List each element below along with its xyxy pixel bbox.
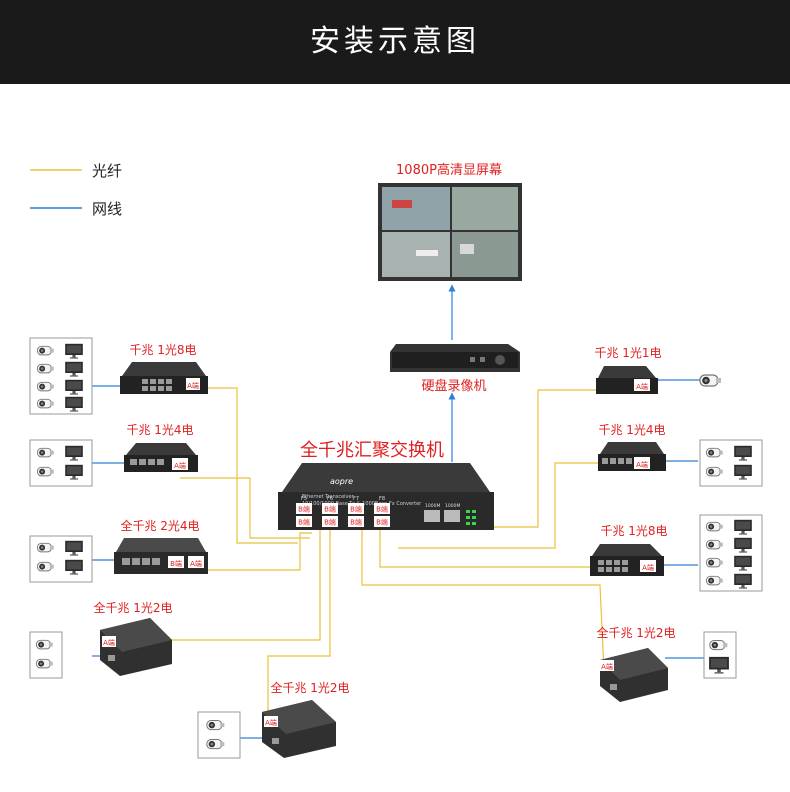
switch-port-label-f7: F7 xyxy=(353,496,359,502)
bottom-endpoints xyxy=(197,711,241,759)
converter-bottom-mid: 全千兆 1光2电 A端 xyxy=(262,680,350,758)
fiber-left3 xyxy=(190,532,312,571)
header-banner xyxy=(0,0,790,84)
fiber-right2 xyxy=(398,462,610,549)
nvr-device: 硬盘录像机 xyxy=(390,344,520,394)
right2-endpoints xyxy=(699,439,763,487)
fiber-left1 xyxy=(183,387,298,544)
legend-fiber-label: 光纤 xyxy=(92,162,122,180)
converter-left-3-label: 全千兆 2光4电 xyxy=(120,518,199,533)
converter-right-2-tag: A端 xyxy=(636,460,648,469)
converter-left-4-label: 全千兆 1光2电 xyxy=(93,600,172,615)
switch-port-f7-1 xyxy=(348,503,364,514)
converter-left-3-tag-a: A端 xyxy=(190,559,202,568)
converter-right-3: 千兆 1光8电 A端 xyxy=(590,524,668,576)
converter-left-1-label: 千兆 1光8电 xyxy=(129,343,196,357)
right4-endpoints xyxy=(703,631,737,679)
switch-brand: aopre xyxy=(330,477,353,486)
switch-port-f8-2 xyxy=(374,516,390,527)
legend-network-label: 网线 xyxy=(92,200,122,218)
switch-port-f8-1 xyxy=(374,503,390,514)
monitor-title: 1080P高清显屏幕 xyxy=(396,162,502,178)
converter-bottom-mid-tag: A端 xyxy=(265,718,277,727)
fiber-right3 xyxy=(379,530,640,568)
switch-desc-1: Ethernet Transceiver xyxy=(302,494,355,500)
page-title: 安装示意图 xyxy=(310,24,480,59)
converter-right-1-tag: A端 xyxy=(636,382,648,391)
switch-title: 全千兆汇聚交换机 xyxy=(300,440,444,461)
converter-bottom-mid-label: 全千兆 1光2电 xyxy=(270,680,349,695)
left1-endpoints xyxy=(29,337,93,415)
fiber-bottom xyxy=(267,530,331,718)
switch-port-tag-f5-2: B端 xyxy=(298,518,310,527)
rj45-label-2: 1000M xyxy=(445,503,460,509)
rj45-label-1: 1000M xyxy=(425,503,440,509)
switch-rj45-ports: 1000M 1000M xyxy=(424,503,460,522)
switch-port-f7-2 xyxy=(348,516,364,527)
switch-port-tag-f5-1: B端 xyxy=(298,505,310,514)
left4-endpoints xyxy=(29,631,63,679)
switch-port-f6-2 xyxy=(322,516,338,527)
converter-right-1-label: 千兆 1光1电 xyxy=(594,346,661,360)
right3-endpoints xyxy=(699,514,763,592)
switch-port-label-f8: F8 xyxy=(379,496,385,502)
converter-left-1: 千兆 1光8电 A端 xyxy=(120,343,208,394)
converter-left-2-label: 千兆 1光4电 xyxy=(126,423,193,437)
switch-port-label-f5: F5 xyxy=(301,496,307,502)
fiber-left4 xyxy=(112,530,321,641)
aggregation-switch: 全千兆汇聚交换机 aopre Ethernet Transceiver 10/1… xyxy=(278,440,494,530)
fiber-right4 xyxy=(361,530,605,673)
switch-port-label-f6: F6 xyxy=(327,496,333,502)
converter-left-4: 全千兆 1光2电 A端 xyxy=(93,600,173,676)
converter-right-4-label: 全千兆 1光2电 xyxy=(596,625,675,640)
switch-port-tag-f7-1: B端 xyxy=(350,505,362,514)
switch-port-tag-f7-2: B端 xyxy=(350,518,362,527)
switch-port-f6-1 xyxy=(322,503,338,514)
converter-right-3-tag: A端 xyxy=(642,563,654,572)
converter-left-1-tag: A端 xyxy=(187,381,199,390)
switch-port-f5-1 xyxy=(296,503,312,514)
converter-left-3-tag-b: B端 xyxy=(170,559,182,568)
converter-right-4-tag: A端 xyxy=(601,662,613,671)
switch-port-tag-f6-2: B端 xyxy=(324,518,336,527)
switch-port-tag-f8-1: B端 xyxy=(376,505,388,514)
converter-right-1: 千兆 1光1电 A端 xyxy=(594,346,662,394)
converter-left-2-tag: A端 xyxy=(174,461,186,470)
converter-right-4: 全千兆 1光2电 A端 xyxy=(596,625,676,702)
converter-right-2: 千兆 1光4电 A端 xyxy=(598,423,666,471)
converter-left-4-tag: A端 xyxy=(103,638,115,647)
installation-diagram: 光纤 网线 1080P高清显屏幕 xyxy=(29,162,763,759)
switch-port-tag-f6-1: B端 xyxy=(324,505,336,514)
nvr-label: 硬盘录像机 xyxy=(421,378,486,394)
left2-endpoints xyxy=(29,439,93,487)
left3-endpoints xyxy=(29,535,93,583)
converter-right-2-label: 千兆 1光4电 xyxy=(598,423,665,437)
right1-endpoints xyxy=(699,374,722,387)
converter-left-3: 全千兆 2光4电 B端 A端 xyxy=(114,518,208,574)
switch-port-f5-2 xyxy=(296,516,312,527)
fiber-left2 xyxy=(180,477,310,539)
converter-left-2: 千兆 1光4电 A端 xyxy=(124,423,198,472)
switch-port-tag-f8-2: B端 xyxy=(376,518,388,527)
switch-leds xyxy=(466,510,476,525)
converter-right-3-label: 千兆 1光8电 xyxy=(600,524,667,538)
monitor-wall: 1080P高清显屏幕 xyxy=(378,162,522,281)
network-cables xyxy=(92,284,704,739)
legend: 光纤 网线 xyxy=(30,162,122,218)
